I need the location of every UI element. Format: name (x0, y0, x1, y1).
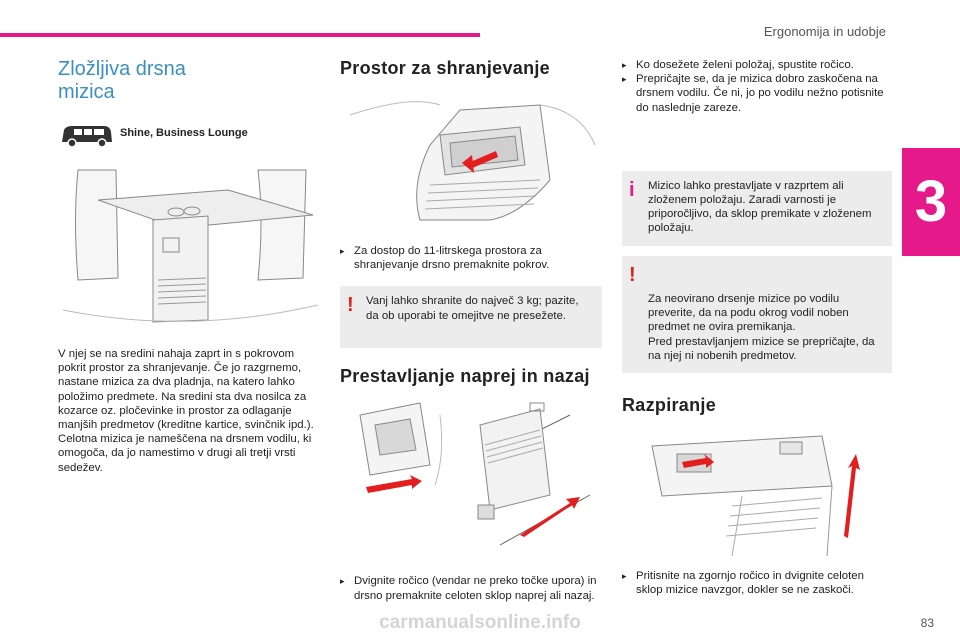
warning-text: Za neovirano drsenje mizice po vodilu pr… (648, 293, 875, 362)
chapter-number: 3 (914, 169, 948, 234)
heading-unfold: Razpiranje (622, 395, 717, 416)
warning-text: Vanj lahko shranite do največ 3 kg; pazi… (366, 295, 579, 322)
info-icon: i (629, 178, 635, 201)
heading-storage: Prostor za shranjevanje (340, 58, 550, 78)
warning-icon: ! (347, 294, 354, 317)
column-folding-table: Zložljiva drsna mizica Shine, Business L… (58, 58, 320, 475)
bullet-icon: ▸ (340, 576, 345, 587)
column-sliding: ▸ Ko dosežete želeni položaj, spustite r… (622, 58, 892, 597)
bullet-icon: ▸ (622, 74, 627, 85)
section-header: Ergonomija in udobje (763, 24, 886, 39)
unfold-instruction: Pritisnite na zgornjo ročico in dvignite… (636, 570, 864, 597)
unfold-illustration (651, 435, 860, 557)
release-lever-instruction: Ko dosežete želeni položaj, spustite roč… (636, 59, 854, 71)
page-title: Zložljiva drsna mizica (58, 58, 186, 103)
warning-icon: ! (629, 263, 636, 286)
column-storage: Prostor za shranjevanje ▸ Za dostop do 1… (340, 58, 602, 603)
chapter-tab: 3 (902, 148, 960, 256)
storage-illustration (349, 101, 596, 221)
slide-instruction: Dvignite ročico (vendar ne preko točke u… (354, 575, 597, 602)
lock-check-instruction: Prepričajte se, da je mizica dobro zasko… (636, 73, 884, 114)
heading-slide: Prestavljanje naprej in nazaj (340, 366, 590, 387)
bullet-icon: ▸ (622, 60, 627, 70)
info-text: Mizico lahko prestavljate v razprtem ali… (648, 179, 872, 235)
storage-instruction: Za dostop do 11-litrskega prostora za sh… (354, 245, 550, 272)
position-info-note: i Mizico lahko prestavljate v razprtem a… (622, 170, 892, 246)
van-icon (62, 126, 112, 148)
watermark: carmanualsonline.info (379, 612, 581, 633)
storage-weight-warning: ! Vanj lahko shranite do največ 3 kg; pa… (340, 286, 602, 349)
bullet-icon: ▸ (622, 571, 627, 582)
header-accent-bar (0, 33, 480, 37)
page-number: 83 (920, 616, 934, 630)
trim-level-label: Shine, Business Lounge (120, 127, 248, 139)
slide-illustration (359, 402, 591, 546)
folding-table-illustration (62, 169, 319, 323)
sliding-warning: ! Za neovirano drsenje mizice po vodilu … (622, 255, 892, 374)
folding-table-description: V njej se na sredini nahaja zaprt in s p… (58, 348, 314, 474)
bullet-icon: ▸ (340, 246, 345, 256)
